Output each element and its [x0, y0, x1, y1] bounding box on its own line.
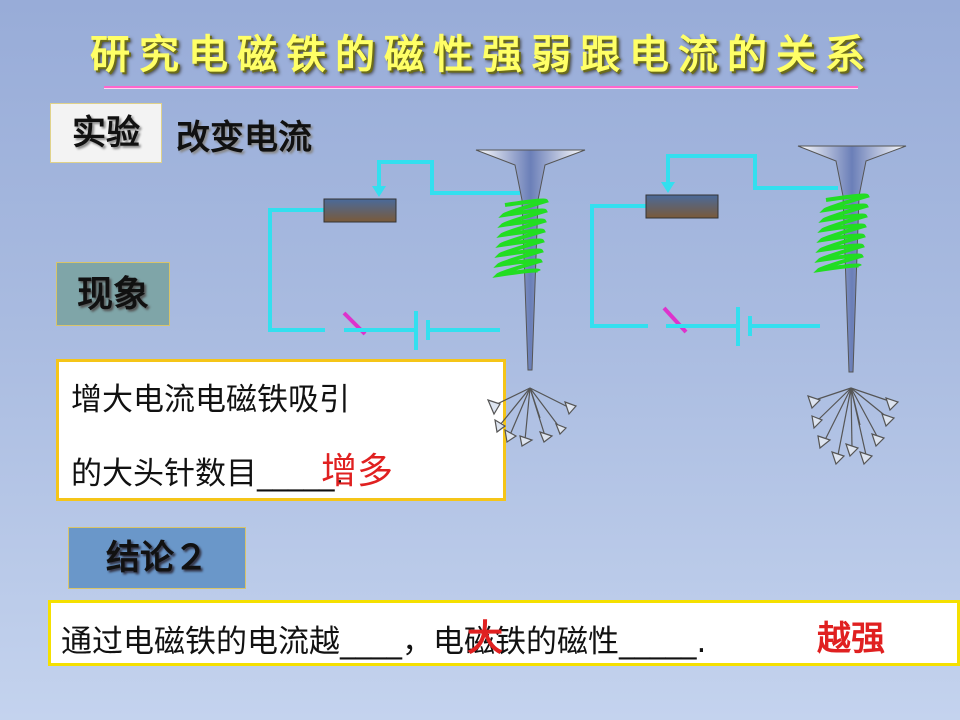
conclusion-line: 通过电磁铁的电流越____，电磁铁的磁性_____. [61, 616, 706, 661]
experiment-text: 改变电流 [176, 118, 312, 158]
rheostat-arrow-right [661, 182, 675, 193]
conclusion-answer-1: 大 [467, 617, 504, 659]
wire-right-outer [590, 204, 648, 328]
wire-left-outer [268, 208, 325, 332]
observation-blank: _____. [257, 456, 345, 492]
rheostat-right [645, 194, 719, 219]
observation-prefix: 的大头针数目 [71, 456, 257, 492]
coil-left [492, 198, 549, 278]
conclusion-blank-1: ____ [340, 624, 402, 660]
conclusion-answer-2: 越强 [817, 619, 885, 659]
conclusion-part-1: 通过电磁铁的电流越 [61, 624, 340, 660]
rheostat-arrow [372, 186, 386, 197]
pins-right [807, 387, 900, 466]
wire-right-top [666, 154, 838, 190]
circuit-left [268, 149, 586, 447]
conclusion-blank-2: _____. [619, 624, 707, 660]
observation-box: 增大电流电磁铁吸引 的大头针数目_____. 增多 [56, 359, 506, 501]
circuit-right [590, 145, 907, 466]
switch-right [662, 306, 688, 334]
conclusion-box: 通过电磁铁的电流越____，电磁铁的磁性_____. 大 越强 [48, 600, 960, 666]
observation-line-2: 的大头针数目_____. [71, 448, 344, 493]
observation-answer: 增多 [321, 451, 394, 492]
title-underline [104, 86, 858, 89]
conclusion-label: 结论２ [68, 527, 246, 589]
pins-left [486, 387, 578, 447]
slide-title: 研究电磁铁的磁性强弱跟电流的关系 [90, 32, 874, 78]
wire-left-top [377, 160, 520, 195]
conclusion-part-2: ，电磁铁的磁性 [402, 624, 619, 660]
coil-right [813, 193, 870, 273]
phenomenon-label: 现象 [56, 262, 170, 326]
rheostat-left [323, 198, 397, 223]
experiment-label: 实验 [50, 103, 162, 163]
observation-line-1: 增大电流电磁铁吸引 [71, 382, 350, 418]
